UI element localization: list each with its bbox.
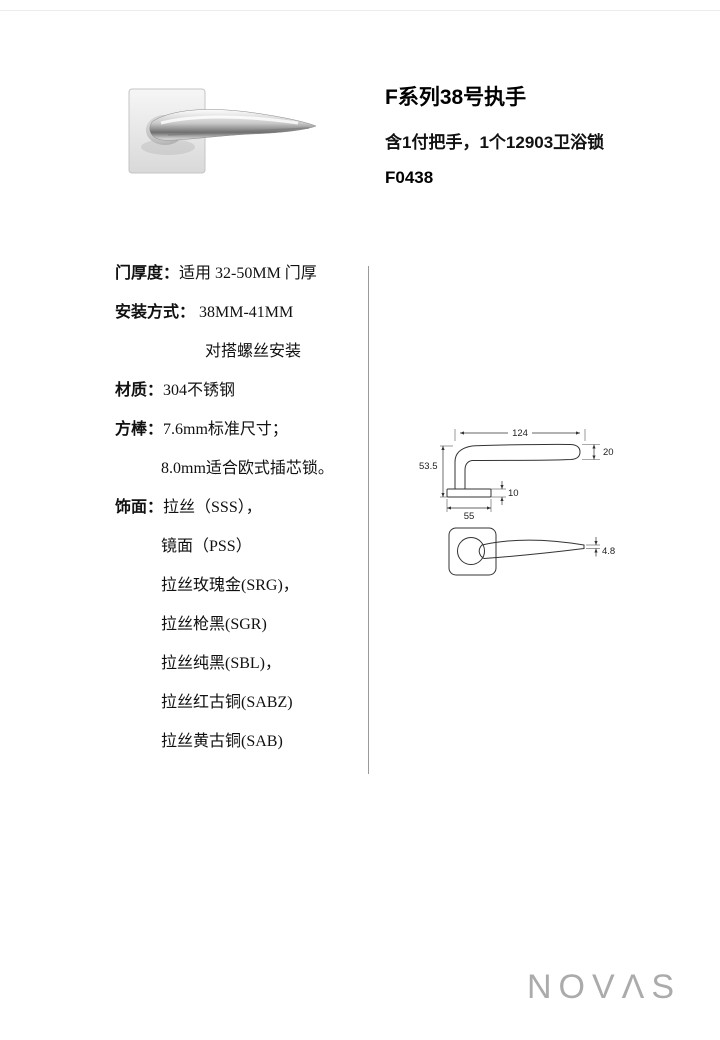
spec-row-install-detail: 对搭螺丝安装 [205, 340, 370, 363]
spec-row-finish-sgr: 拉丝枪黑(SGR) [161, 613, 370, 636]
spec-row-material: 材质：304不锈钢 [115, 379, 370, 402]
vertical-divider [368, 266, 369, 774]
spec-label: 材质： [115, 382, 164, 399]
spec-value: 拉丝（SSS）， [163, 499, 262, 516]
product-subtitle: 含1付把手，1个12903卫浴锁 [385, 133, 605, 152]
spec-value: 拉丝红古铜(SABZ) [161, 694, 293, 711]
spec-row-finish-sbl: 拉丝纯黑(SBL)， [161, 652, 370, 675]
product-photo [113, 83, 328, 201]
spec-value: 拉丝玫瑰金(SRG)， [161, 577, 299, 594]
dimension-drawing: 124 53.5 20 10 55 4.8 [419, 428, 615, 576]
spec-row-door-thickness: 门厚度：适用 32-50MM 门厚 [115, 262, 370, 285]
dim-lever-tip-label: 4.8 [602, 546, 615, 557]
spec-list: 门厚度：适用 32-50MM 门厚 安装方式： 38MM-41MM 对搭螺丝安装… [115, 262, 370, 769]
product-model: F0438 [385, 168, 434, 187]
spec-row-finish-sabz: 拉丝红古铜(SABZ) [161, 691, 370, 714]
spec-label: 门厚度： [115, 265, 180, 282]
dim-rose-width-label: 55 [464, 511, 475, 522]
spec-value: 38MM-41MM [195, 304, 294, 321]
spec-row-finish-srg: 拉丝玫瑰金(SRG)， [161, 574, 370, 597]
spec-value: 拉丝黄古铜(SAB) [161, 733, 283, 750]
spec-value: 8.0mm适合欧式插芯锁。 [161, 460, 334, 477]
spec-row-install-method: 安装方式： 38MM-41MM [115, 301, 370, 324]
spec-value: 304不锈钢 [163, 382, 236, 399]
handle-side-view [446, 443, 581, 498]
spec-value: 拉丝纯黑(SBL)， [161, 655, 282, 672]
brand-logo: NOVΛS [527, 968, 682, 1006]
spec-label: 方棒： [115, 421, 164, 438]
spec-row-spindle: 方棒：7.6mm标准尺寸； [115, 418, 370, 441]
handle-shadow [141, 139, 195, 155]
spec-value: 7.6mm标准尺寸； [163, 421, 288, 438]
top-divider-line [0, 10, 720, 11]
dim-overall-length-label: 124 [512, 428, 528, 439]
dim-height-label: 53.5 [419, 461, 438, 472]
spec-label: 安装方式： [115, 304, 196, 321]
dim-grip-width-label: 20 [603, 447, 614, 458]
spec-row-spindle-detail: 8.0mm适合欧式插芯锁。 [161, 457, 370, 480]
technical-drawing: 124 53.5 20 10 55 4.8 [418, 415, 623, 590]
chrome-shade-line [167, 127, 310, 136]
spec-value: 拉丝枪黑(SGR) [161, 616, 267, 633]
spec-label: 饰面： [115, 499, 164, 516]
spec-row-finish: 饰面：拉丝（SSS）， [115, 496, 370, 519]
product-title: F系列38号执手 [385, 86, 527, 109]
handle-front-view [448, 527, 585, 576]
spec-value: 适用 32-50MM 门厚 [179, 265, 317, 282]
chrome-highlight [160, 115, 299, 125]
spec-value: 对搭螺丝安装 [205, 343, 302, 360]
spec-row-finish-sab: 拉丝黄古铜(SAB) [161, 730, 370, 753]
title-block: F系列38号执手 含1付把手，1个12903卫浴锁 F0438 [385, 85, 695, 188]
dim-rose-thickness-label: 10 [508, 488, 519, 499]
spec-value: 镜面（PSS） [161, 538, 252, 555]
door-handle-photo [128, 88, 317, 174]
handle-lever [149, 109, 317, 141]
dimension-lines [441, 431, 598, 557]
spec-row-finish-pss: 镜面（PSS） [161, 535, 370, 558]
